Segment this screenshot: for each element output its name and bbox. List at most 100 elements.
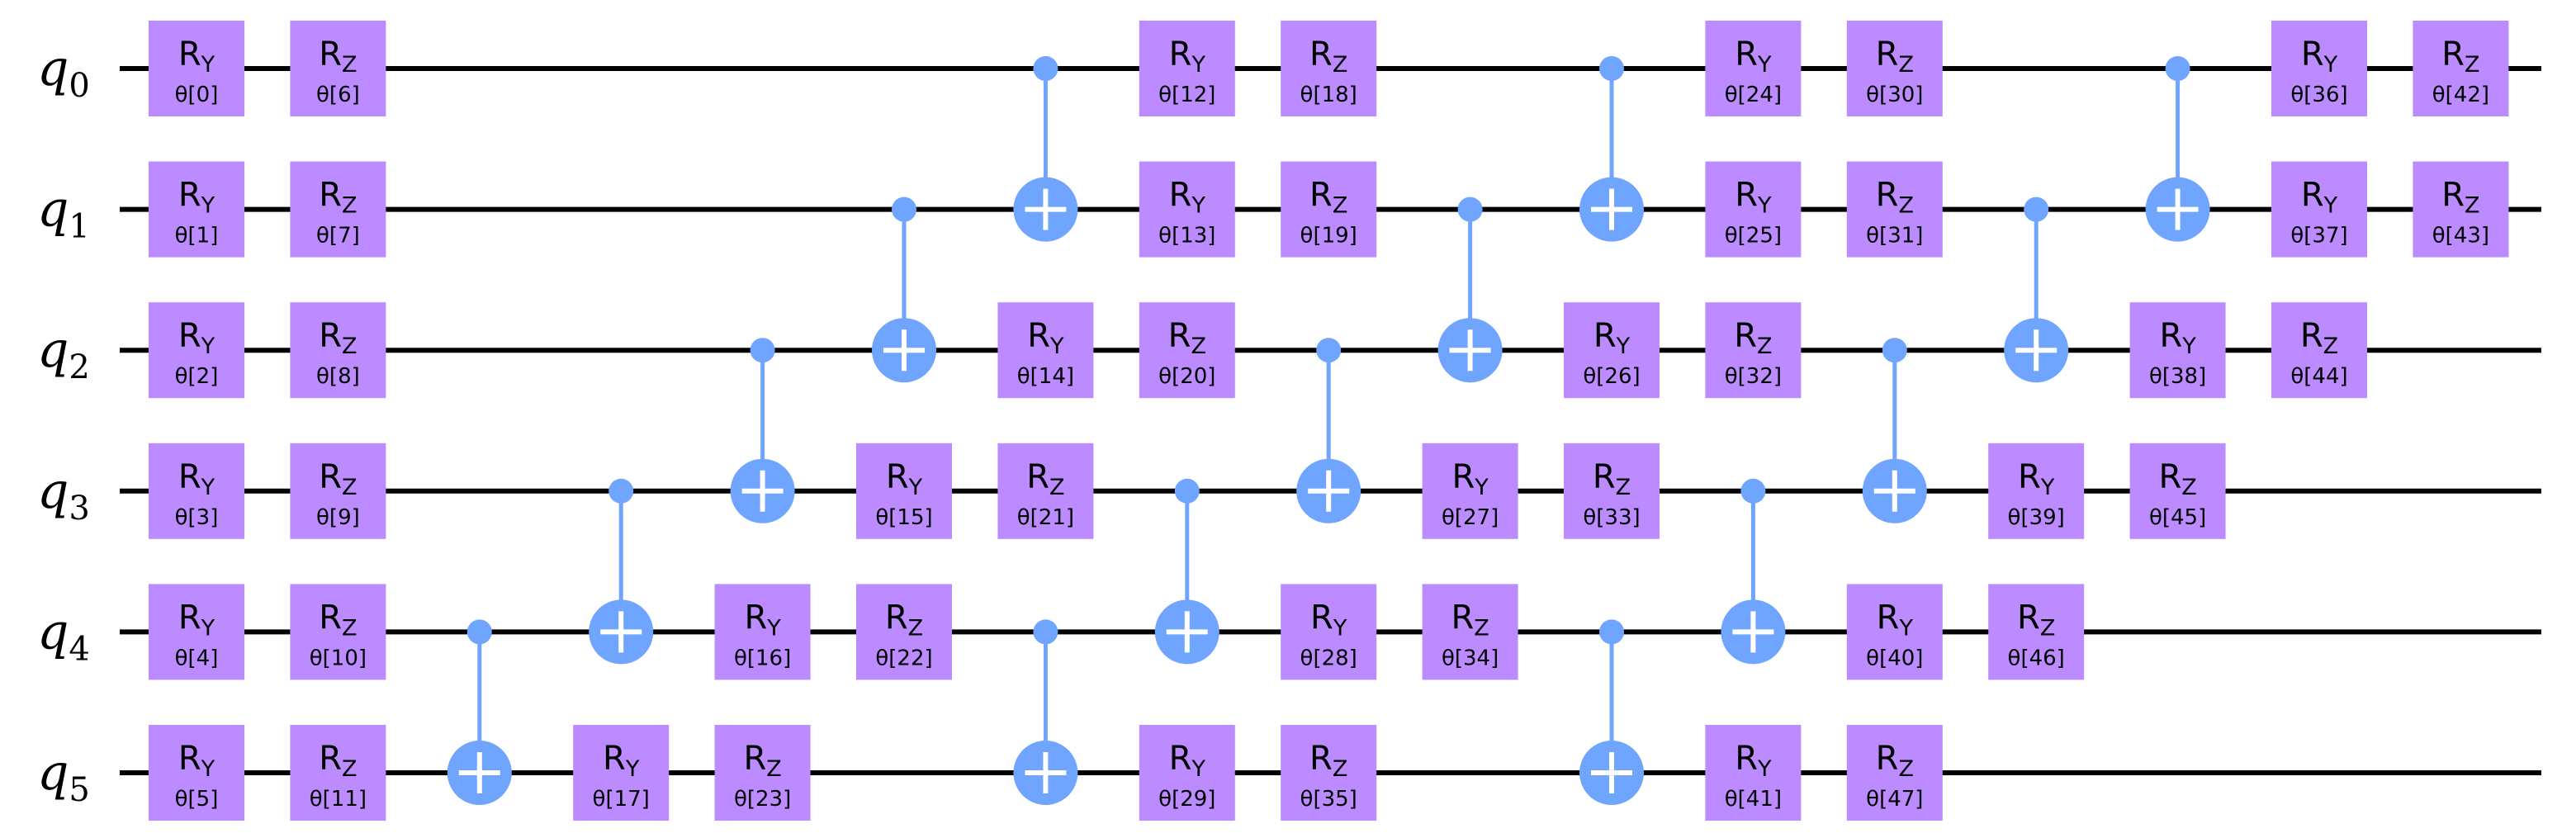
gate-box [290, 21, 386, 116]
cx-control-dot [1033, 56, 1058, 81]
gate-box [2129, 443, 2226, 539]
cx-gate [1154, 478, 1219, 665]
gate-box [149, 21, 244, 116]
cx-target [2145, 177, 2210, 242]
cx-gate [730, 338, 795, 523]
gate-box [1705, 725, 1802, 821]
gate-parameter: θ[13] [1158, 224, 1215, 249]
gate-parameter: θ[47] [1866, 787, 1923, 812]
cx-control-dot [1882, 338, 1907, 363]
gate-parameter: θ[4] [175, 646, 219, 670]
gate-box [856, 584, 952, 680]
rz-gate: RZθ[8] [290, 302, 386, 399]
ry-gate: RYθ[4] [149, 584, 244, 680]
gate-box [2271, 161, 2367, 258]
rz-gate: RZθ[6] [290, 21, 386, 116]
gate-parameter: θ[35] [1300, 787, 1357, 812]
ry-gate: RYθ[27] [1422, 443, 1518, 539]
ry-gate: RYθ[3] [149, 443, 244, 539]
gate-box [2129, 302, 2226, 399]
gate-box [2271, 302, 2367, 399]
cx-target [1154, 599, 1219, 665]
gate-parameter: θ[23] [734, 787, 791, 812]
rz-gate: RZθ[10] [290, 584, 386, 680]
gate-label: RZ [885, 599, 923, 641]
gate-parameter: θ[24] [1725, 83, 1782, 107]
cx-gate [1013, 56, 1078, 242]
gate-parameter: θ[19] [1300, 224, 1357, 249]
gate-parameter: θ[6] [316, 83, 360, 107]
gate-box [1139, 21, 1235, 116]
gate-parameter: θ[11] [310, 787, 367, 812]
cx-gate [872, 196, 936, 383]
ry-gate: RYθ[17] [573, 725, 670, 821]
cx-gate [1437, 196, 1503, 383]
gate-box [149, 302, 244, 399]
gate-box [2413, 161, 2509, 258]
cx-control-dot [892, 196, 916, 222]
cx-target [447, 741, 512, 805]
cx-gate [1296, 338, 1361, 523]
gate-parameter: θ[44] [2290, 364, 2347, 389]
cx-target [730, 458, 795, 523]
gate-parameter: θ[39] [2008, 505, 2065, 530]
gate-parameter: θ[12] [1158, 83, 1215, 107]
gate-parameter: θ[17] [593, 787, 650, 812]
gate-parameter: θ[26] [1583, 364, 1640, 389]
gate-box [997, 302, 1094, 399]
rz-gate: RZθ[34] [1422, 584, 1518, 680]
gate-parameter: θ[5] [175, 787, 219, 812]
gate-box [149, 725, 244, 821]
gate-label: RY [1735, 36, 1772, 78]
gate-parameter: θ[45] [2149, 505, 2206, 530]
ry-gate: RY θ[12] [1139, 21, 1235, 116]
rz-gate: RZθ[20] [1139, 302, 1235, 399]
gate-label: RY [1169, 740, 1206, 782]
gate-box [290, 443, 386, 539]
gate-box [290, 725, 386, 821]
gate-box [290, 161, 386, 258]
gate-label: RY [1735, 177, 1772, 219]
rz-gate: RZθ[33] [1564, 443, 1660, 539]
cx-target [1437, 318, 1503, 383]
rz-gate: RZθ[35] [1281, 725, 1377, 821]
cx-control-dot [1599, 619, 1624, 645]
ry-gate: RYθ[41] [1705, 725, 1802, 821]
gate-box [290, 584, 386, 680]
cx-gates [447, 56, 2210, 805]
ry-gate: RYθ[25] [1705, 161, 1802, 258]
gate-box [1139, 161, 1235, 258]
gate-parameter: θ[43] [2432, 224, 2489, 249]
gate-parameter: θ[1] [175, 224, 219, 249]
gate-label: RY [1593, 317, 1631, 359]
qubit-label-2: q2 [37, 321, 90, 386]
rz-gate: RZθ[46] [1988, 584, 2085, 680]
gate-box [1846, 21, 1943, 116]
qubit-label-0: q0 [37, 40, 90, 105]
gate-parameter: θ[29] [1158, 787, 1215, 812]
gate-box [1281, 21, 1377, 116]
gate-parameter: θ[33] [1583, 505, 1640, 530]
gate-label: RY [1169, 36, 1206, 78]
ry-gate: RY θ[29] [1139, 725, 1235, 821]
rz-gate: RZθ[21] [997, 443, 1094, 539]
cx-target [1579, 741, 1644, 805]
ry-gate: RYθ[16] [714, 584, 811, 680]
cx-control-dot [1174, 478, 1200, 504]
cx-control-dot [1457, 196, 1483, 222]
gate-parameter: θ[31] [1866, 224, 1923, 249]
gate-parameter: θ[41] [1725, 787, 1782, 812]
gate-box [2271, 21, 2367, 116]
qubit-label-3: q3 [37, 462, 90, 528]
cx-target [2004, 318, 2069, 383]
cx-control-dot [2165, 56, 2190, 81]
gate-box [1846, 584, 1943, 680]
gate-parameter: θ[15] [875, 505, 932, 530]
gate-parameter: θ[16] [734, 646, 791, 670]
gate-box [714, 584, 811, 680]
gate-parameter: θ[40] [1866, 646, 1923, 670]
gate-label: RZ [319, 177, 357, 219]
gate-parameter: θ[21] [1017, 505, 1074, 530]
gate-box [1846, 161, 1943, 258]
